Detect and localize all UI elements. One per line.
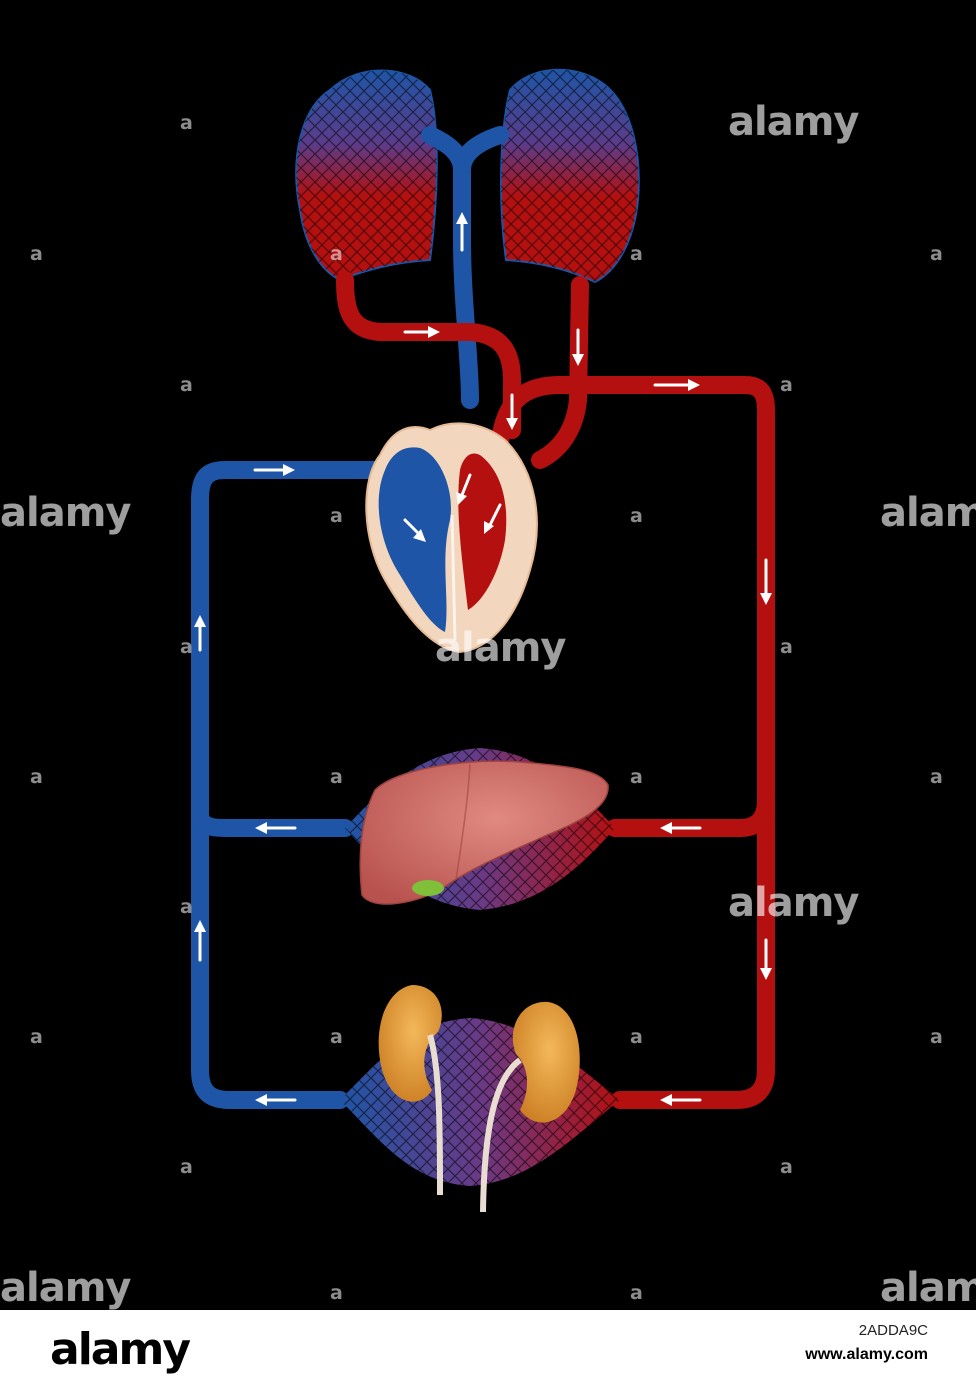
- site-url: www.alamy.com: [805, 1346, 928, 1363]
- flow-arrow-icon: [760, 938, 772, 980]
- flow-arrow-icon: [194, 615, 206, 652]
- image-id: 2ADDA9C: [858, 1322, 928, 1339]
- circulation-diagram: [191, 68, 775, 1213]
- flow-arrow-icon: [253, 464, 295, 476]
- left-ureter: [427, 1034, 443, 1196]
- flow-arrow-icon: [506, 393, 518, 430]
- flow-arrow-icon: [653, 379, 700, 391]
- flow-arrow-icon: [572, 328, 584, 366]
- flow-arrow-icon: [194, 920, 206, 962]
- flow-arrow-icon: [255, 1094, 297, 1106]
- flow-arrows: [194, 212, 772, 1106]
- right-kidney: [480, 1001, 580, 1213]
- flow-arrow-icon: [660, 822, 702, 834]
- right-lung: [500, 68, 640, 284]
- brand-logo: alamy: [50, 1324, 191, 1375]
- flow-arrow-icon: [456, 212, 468, 252]
- footer-bar: alamy 2ADDA9C www.alamy.com: [0, 1310, 976, 1390]
- diagram-canvas: alamy alamy alamy alamy alamy alamy alam…: [0, 68, 976, 1308]
- flow-arrow-icon: [760, 558, 772, 605]
- flow-arrow-icon: [255, 822, 297, 834]
- flow-arrow-icon: [456, 473, 472, 505]
- heart: [365, 422, 538, 654]
- flow-arrow-icon: [660, 1094, 702, 1106]
- gallbladder: [412, 880, 444, 896]
- left-lung: [295, 69, 438, 282]
- flow-arrow-icon: [403, 518, 426, 542]
- venous-vessels: [191, 126, 509, 1109]
- right-ureter: [480, 1057, 522, 1213]
- arterial-vessels: [336, 271, 775, 1109]
- liver: [359, 760, 609, 905]
- flow-arrow-icon: [403, 326, 440, 338]
- flow-arrow-icon: [484, 503, 502, 534]
- left-kidney: [378, 985, 443, 1196]
